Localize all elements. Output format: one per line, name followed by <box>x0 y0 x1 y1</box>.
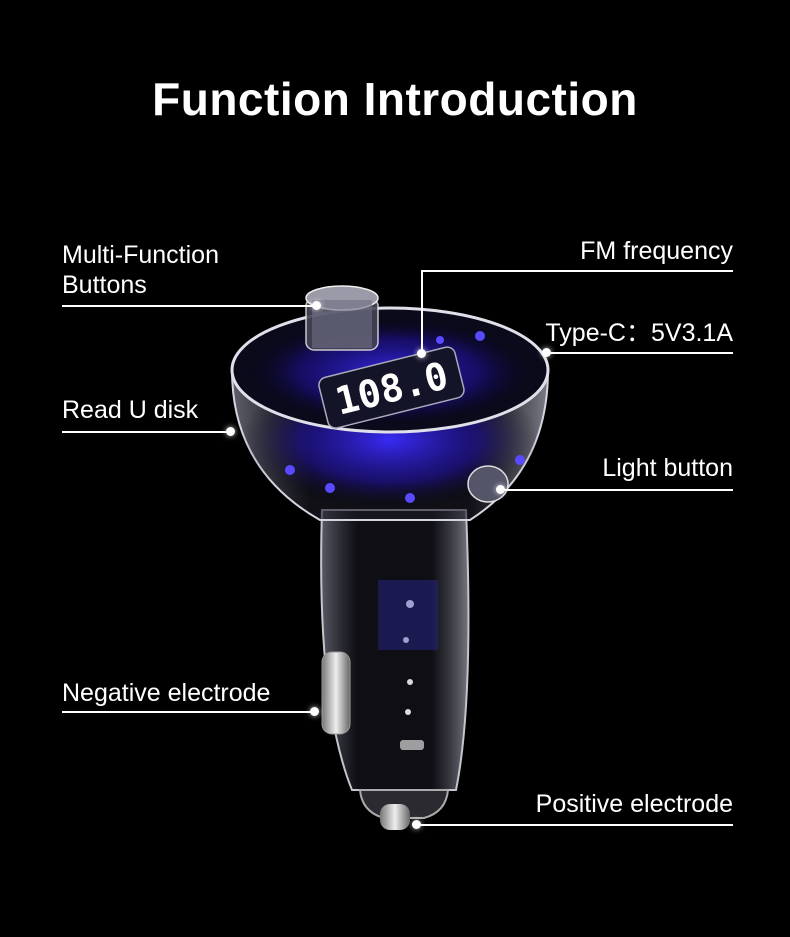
fm-frequency-leader-h <box>421 270 733 272</box>
positive-electrode-leader <box>416 824 733 826</box>
read-u-disk-leader <box>62 431 230 433</box>
charger-barrel <box>320 509 470 791</box>
negative-contact <box>321 651 351 735</box>
read-u-disk-label: Read U disk <box>62 396 199 424</box>
positive-electrode-label: Positive electrode <box>535 790 733 818</box>
type-c-label: Type-C：5V3.1A <box>545 319 733 347</box>
negative-electrode-dot <box>310 707 319 716</box>
multi-function-dot <box>312 301 321 310</box>
positive-electrode-dot <box>412 820 421 829</box>
light-button-dot <box>496 485 505 494</box>
fm-frequency-leader-v <box>421 270 423 353</box>
negative-electrode-label: Negative electrode <box>62 679 271 707</box>
light-button-leader <box>500 489 733 491</box>
fm-frequency-label: FM frequency <box>580 237 733 265</box>
light-button-knob <box>467 465 509 503</box>
read-u-disk-dot <box>226 427 235 436</box>
light-button-label: Light button <box>602 454 733 482</box>
negative-electrode-leader <box>62 711 314 713</box>
multi-function-knob <box>305 285 379 351</box>
multi-function-label-line2: Buttons <box>62 271 147 299</box>
page-title: Function Introduction <box>152 73 638 125</box>
multi-function-leader <box>62 305 316 307</box>
type-c-leader <box>546 352 733 354</box>
multi-function-label-line1: Multi-Function <box>62 241 219 269</box>
type-c-dot <box>542 348 551 357</box>
positive-tip <box>380 804 410 830</box>
fm-frequency-dot <box>417 349 426 358</box>
